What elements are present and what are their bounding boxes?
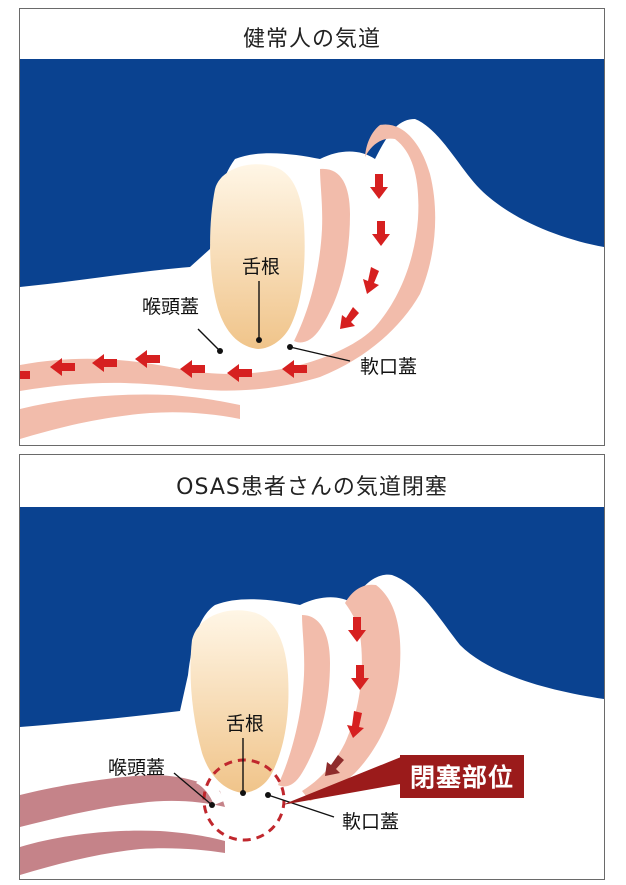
soft-palate-label: 軟口蓋 — [342, 807, 399, 834]
soft-palate-label: 軟口蓋 — [360, 352, 417, 379]
tongue-base-dot — [256, 337, 262, 343]
soft-palate-dot — [287, 344, 293, 350]
tongue-base-dot — [240, 790, 246, 796]
osas-airway-illustration — [20, 455, 604, 879]
normal-airway-panel: 健常人の気道 — [19, 8, 605, 446]
epiglottis-label: 喉頭蓋 — [108, 753, 165, 780]
epiglottis-dot — [217, 348, 223, 354]
tongue-base-label: 舌根 — [242, 252, 280, 279]
tongue-base-label: 舌根 — [226, 709, 264, 736]
epiglottis-label: 喉頭蓋 — [142, 292, 199, 319]
airflow-arrow — [20, 371, 30, 379]
epiglottis-dot — [209, 802, 215, 808]
osas-airway-panel: OSAS患者さんの気道閉塞 — [19, 454, 605, 880]
normal-airway-illustration — [20, 9, 604, 445]
obstruction-site-badge: 閉塞部位 — [400, 755, 524, 798]
soft-palate-dot — [265, 792, 271, 798]
